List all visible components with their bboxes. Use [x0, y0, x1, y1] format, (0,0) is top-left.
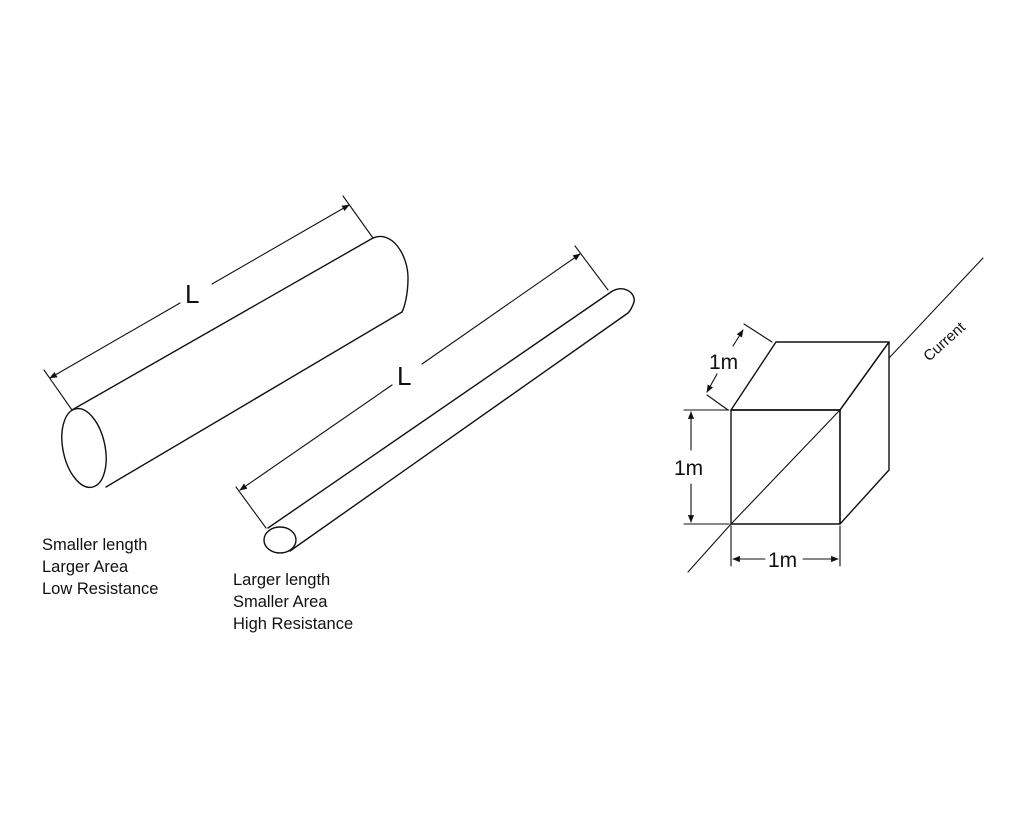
thin-wire-length-label: L [397, 361, 411, 391]
thick-wire-dim-right [211, 204, 350, 285]
thick-wire-caption-line-3: Low Resistance [42, 580, 159, 598]
thick-wire-caption-line-1: Smaller length [42, 536, 148, 554]
thick-wire-bottom-edge [105, 311, 403, 488]
cube-depth-dim-top [732, 329, 744, 347]
thick-wire-far-end [372, 235, 409, 313]
thick-wire-length-label: L [185, 279, 199, 309]
current-label: Current [920, 318, 969, 365]
thin-wire-bottom-edge [289, 312, 629, 552]
thick-wire-ext-far [342, 195, 374, 239]
thick-wire-cross-section [61, 407, 107, 489]
current-line-in [687, 523, 732, 573]
thick-wire-dim-left [49, 302, 181, 379]
cube-height-label: 1m [674, 457, 703, 480]
cube-depth-label: 1m [709, 351, 738, 374]
cube: 1m 1m 1m Current [674, 257, 984, 573]
thin-wire-dim-left [239, 384, 393, 491]
current-line-out [888, 257, 984, 359]
thin-wire-ext-far [574, 245, 609, 291]
thin-wire-top-edge [267, 291, 612, 529]
thin-wire-caption: Larger length Smaller Area High Resistan… [233, 569, 353, 635]
thin-wire: L [235, 245, 635, 554]
thick-wire-ext-near [43, 369, 73, 411]
thin-wire-ext-near [235, 486, 267, 529]
thin-wire-far-end [610, 288, 635, 314]
thin-wire-caption-line-1: Larger length [233, 571, 331, 589]
cube-depth-dim-bottom [706, 373, 718, 393]
current-line-diagonal [730, 409, 841, 525]
cube-depth-ext-far [743, 323, 773, 343]
cube-right-face [839, 341, 890, 525]
cube-width-label: 1m [768, 549, 797, 572]
thick-wire-top-edge [71, 237, 374, 411]
thin-wire-cross-section [263, 526, 297, 554]
thick-wire-caption: Smaller length Larger Area Low Resistanc… [42, 534, 158, 600]
cube-depth-ext-near [706, 394, 729, 411]
thick-wire-caption-line-2: Larger Area [42, 558, 129, 576]
thin-wire-caption-line-3: High Resistance [233, 615, 354, 633]
thin-wire-caption-line-2: Smaller Area [233, 593, 328, 611]
thin-wire-dim-right [421, 253, 581, 365]
thick-wire: L [43, 195, 409, 489]
